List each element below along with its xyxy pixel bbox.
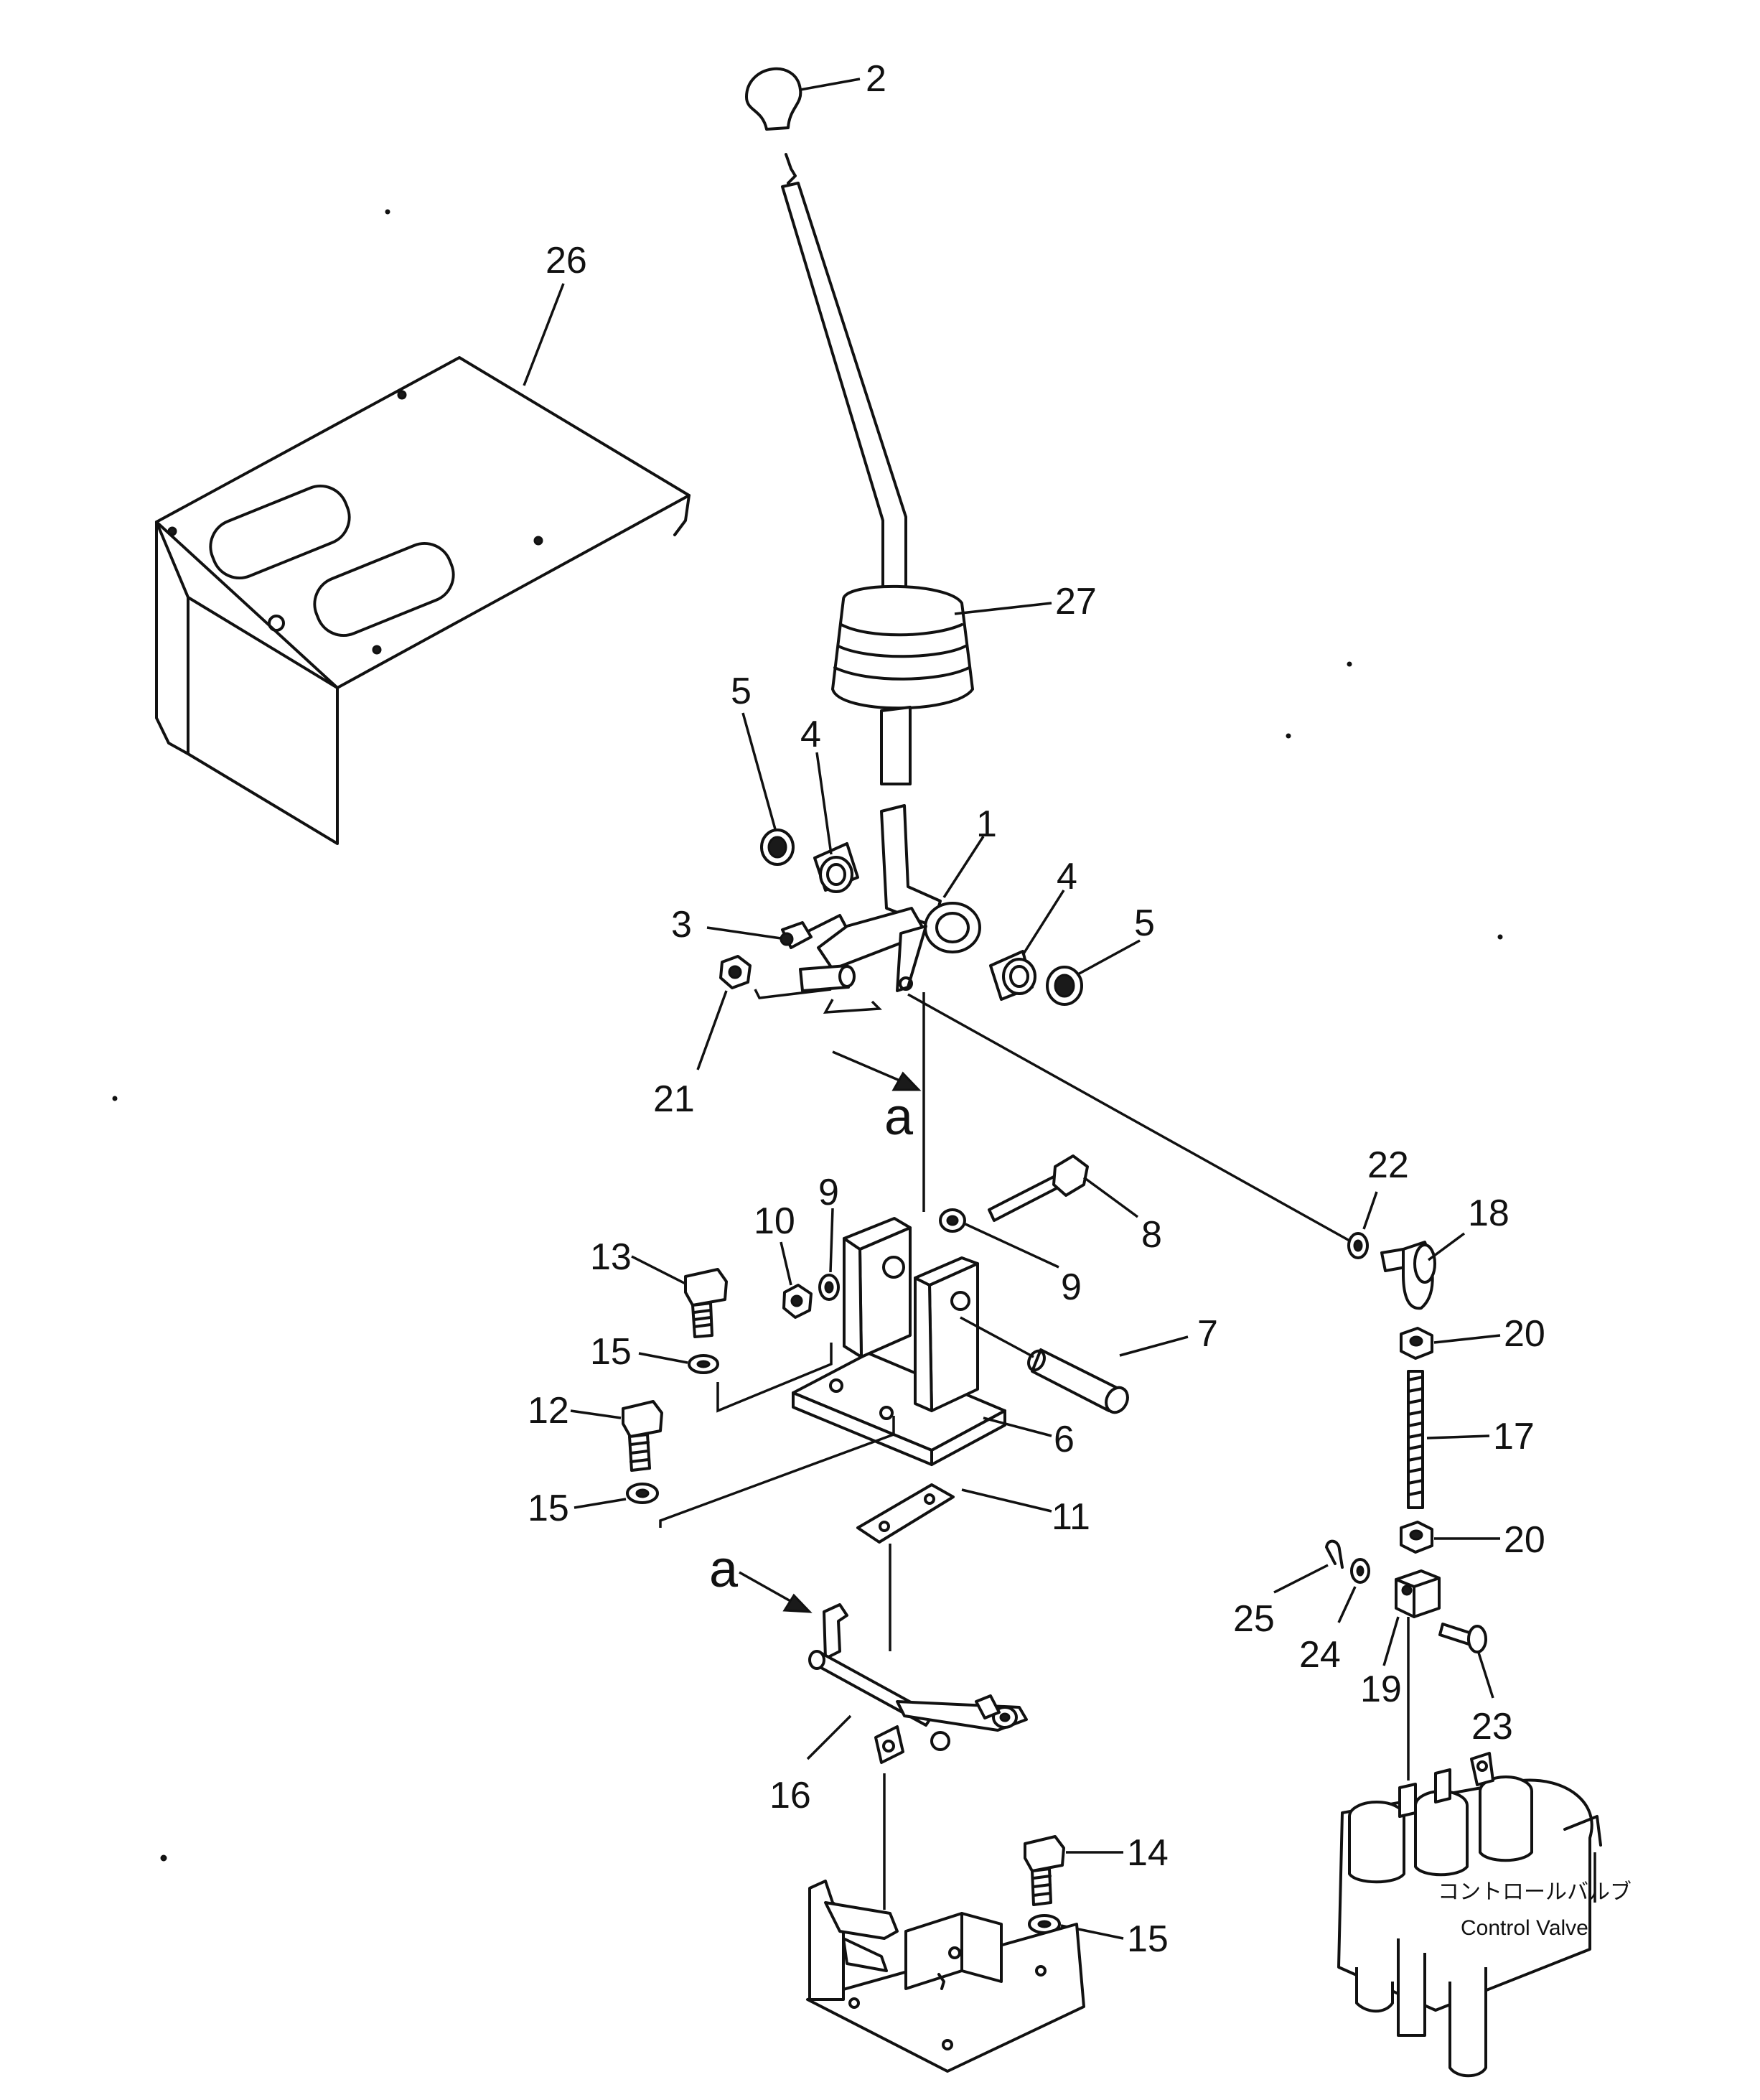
pin-part-7 — [1027, 1348, 1129, 1414]
washer-part-9-left — [818, 1274, 840, 1301]
cotter-pin-part-25 — [1325, 1539, 1344, 1569]
callout-11: 11 — [1052, 1496, 1090, 1538]
callout-16: 16 — [769, 1775, 811, 1816]
pin-part-23 — [1438, 1623, 1487, 1653]
callout-1: 1 — [976, 803, 997, 845]
bearing-right-part-4 — [989, 950, 1036, 1001]
washer-part-15-upper — [688, 1354, 719, 1374]
linkage-part-16 — [808, 1603, 1028, 1764]
callout-24: 24 — [1299, 1634, 1341, 1676]
callout-3: 3 — [671, 904, 692, 946]
callout-12: 12 — [528, 1390, 569, 1432]
washer-part-22 — [1347, 1232, 1369, 1259]
bolt-part-8 — [988, 1154, 1089, 1222]
ball-joint-part-18 — [1380, 1241, 1436, 1310]
lever-boot-part-27 — [781, 153, 974, 785]
view-mark-a-lower: a — [709, 1541, 739, 1598]
callout-20-upper: 20 — [1504, 1313, 1545, 1355]
nut-part-21 — [719, 955, 752, 989]
bracket-part-6 — [792, 1217, 1006, 1466]
callout-4-right: 4 — [1057, 856, 1077, 897]
callout-8: 8 — [1141, 1214, 1162, 1256]
bolt-part-12 — [622, 1400, 663, 1472]
callout-20-lower: 20 — [1504, 1519, 1545, 1561]
grease-fitting-part-3 — [780, 921, 813, 949]
knob-part-2 — [745, 67, 802, 131]
callout-23: 23 — [1471, 1706, 1513, 1747]
callout-19: 19 — [1360, 1669, 1402, 1710]
callout-26: 26 — [546, 240, 587, 281]
callout-15-lower: 15 — [1127, 1918, 1169, 1960]
callout-22: 22 — [1367, 1144, 1409, 1186]
seal-right-part-5 — [1046, 966, 1083, 1006]
callout-21: 21 — [653, 1078, 695, 1120]
nut-part-10 — [782, 1284, 813, 1319]
cover-plate-part-26 — [155, 356, 691, 845]
control-valve-label-jp: コントロールバルブ — [1438, 1880, 1632, 1904]
lever-bracket-part-1 — [799, 804, 981, 992]
callout-5-left: 5 — [731, 671, 752, 712]
callout-13: 13 — [590, 1236, 632, 1278]
callout-27: 27 — [1055, 581, 1097, 622]
bolt-part-13 — [684, 1268, 728, 1338]
base-bracket — [806, 1880, 1085, 2073]
callout-5-right: 5 — [1134, 902, 1155, 944]
nut-part-20-lower — [1400, 1521, 1433, 1554]
scan-specks — [112, 209, 1503, 1862]
callout-10: 10 — [754, 1200, 795, 1242]
bolt-part-14 — [1024, 1835, 1065, 1906]
washer-part-9-right — [939, 1208, 966, 1233]
control-valve — [1337, 1752, 1602, 2078]
callout-4-left: 4 — [800, 714, 821, 755]
callout-15-upper: 15 — [590, 1331, 632, 1373]
seal-left-part-5 — [760, 829, 795, 866]
callout-25: 25 — [1233, 1598, 1275, 1640]
clevis-part-19 — [1395, 1569, 1441, 1618]
callout-6: 6 — [1054, 1419, 1075, 1460]
callout-14: 14 — [1127, 1832, 1169, 1874]
callout-17: 17 — [1493, 1416, 1535, 1457]
washer-part-15-middle — [626, 1483, 659, 1504]
callout-9-left: 9 — [818, 1172, 839, 1213]
callout-7: 7 — [1197, 1313, 1218, 1355]
callout-9-right: 9 — [1061, 1266, 1082, 1308]
plate-part-11 — [856, 1483, 955, 1544]
nut-part-20-upper — [1400, 1327, 1433, 1360]
callout-2: 2 — [866, 58, 886, 100]
threaded-rod-part-17 — [1407, 1370, 1424, 1509]
callout-15-middle: 15 — [528, 1488, 569, 1529]
view-mark-a-upper: a — [884, 1088, 914, 1146]
callout-18: 18 — [1468, 1193, 1509, 1234]
bearing-left-part-4 — [813, 842, 859, 893]
control-valve-label-en: Control Valve — [1461, 1916, 1588, 1940]
washer-part-24 — [1350, 1558, 1370, 1584]
